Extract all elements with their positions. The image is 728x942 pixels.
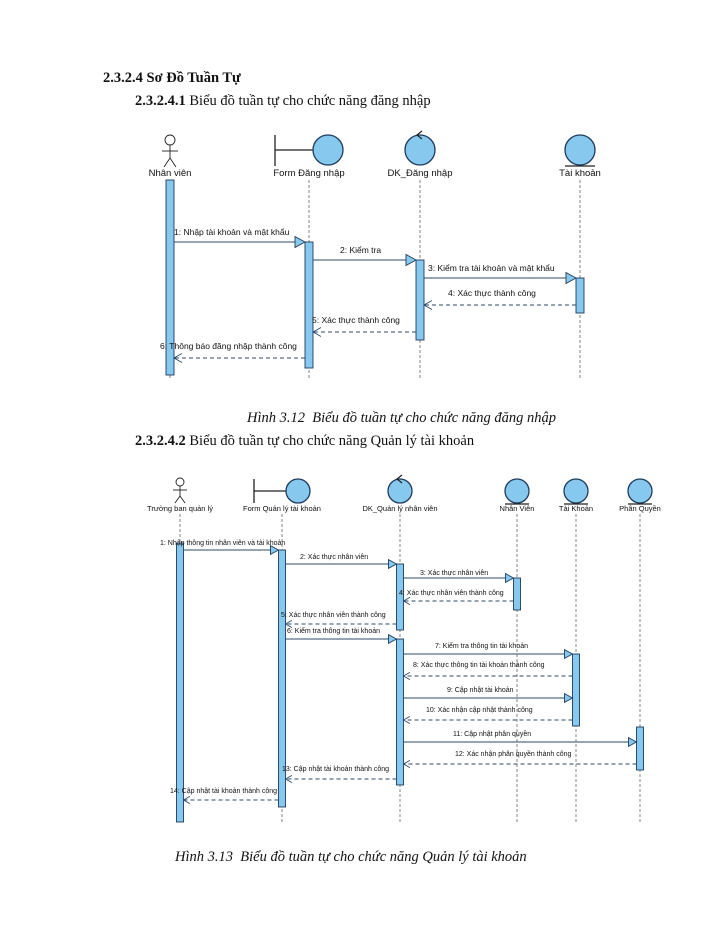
subsection-number: 2.3.2.4.2 [135,433,186,449]
lifeline-label: Form Quản lý tài khoản [243,504,321,513]
lifeline-label: Form Đăng nhập [273,168,344,179]
figure-caption-account: Hình 3.13 Biểu đồ tuần tự cho chức năng … [175,849,527,865]
actor-legs [163,157,177,168]
lifeline-label: Tài Khoản [559,504,593,513]
message-arrowhead [270,544,280,556]
message-label: 14: Cập nhật tài khoản thành công [170,788,277,795]
control-circle [387,478,413,504]
entity-icon [564,134,596,167]
message-label: 1: Nhập thông tin nhân viên và tài khoản [160,540,285,547]
actor-head [175,477,185,487]
actor-icon [162,134,178,168]
message-arrowhead [388,558,398,570]
control-circle [404,134,436,166]
activation-bar [176,542,184,823]
control-icon [404,130,436,166]
message-arrowhead [388,633,398,645]
activation-bar [575,277,585,314]
lifeline-label: Trưởng ban quản lý [147,504,213,513]
control-icon [387,474,413,504]
activation-bar [572,653,580,727]
entity-circle [504,478,530,504]
entity-icon [563,478,589,505]
control-arrow [396,474,403,484]
entity-icon [504,478,530,505]
boundary-circle [285,478,311,504]
activation-bar [165,179,175,376]
lifeline-label: Phân Quyền [619,504,661,513]
message-label: 1: Nhập tài khoản và mật khẩu [174,227,290,237]
activation-bar [415,259,425,341]
message-arrowhead [628,736,638,748]
reply-arrowhead [423,300,433,310]
message-label: 7: Kiểm tra thông tin tài khoản [435,642,528,650]
message-arrowhead [405,253,417,267]
message-label: 3: Kiểm tra tài khoản và mật khẩu [428,263,555,273]
reply-arrowhead [284,775,293,783]
section-heading: 2.3.2.4 Sơ Đồ Tuần Tự [103,70,241,86]
reply-arrowhead [182,796,191,804]
message-label: 6: Kiểm tra thông tin tài khoản [287,627,380,635]
message-label: 12: Xác nhận phân quyền thành công [455,749,571,758]
message-label: 4: Xác thực thành công [448,288,536,298]
subsection-title: Biểu đồ tuần tự cho chức năng đăng nhập [189,93,431,109]
boundary-icon [253,478,311,504]
message-label: 11: Cập nhật phân quyền [453,729,531,738]
subsection-number: 2.3.2.4.1 [135,93,186,109]
activation-bar [278,549,286,808]
reply-arrowhead [402,672,411,680]
message-label: 9: Cập nhật tài khoản [447,687,514,694]
lifeline-label: Nhân Viên [500,504,535,513]
boundary-icon [274,134,344,166]
boundary-circle [312,134,344,166]
reply-arrowhead [312,327,322,337]
actor-head [164,134,176,146]
message-label: 8: Xác thực thông tin tài khoản thành cô… [413,662,545,669]
message-arrowhead [505,572,515,584]
activation-bar [396,638,404,786]
message-arrowhead [564,692,574,704]
message-label: 6: Thông báo đăng nhập thành công [160,341,297,351]
reply-arrowhead [173,353,183,363]
message-arrowhead [564,648,574,660]
entity-circle [627,478,653,504]
figure-caption-login: Hình 3.12 Biểu đồ tuần tự cho chức năng … [247,410,557,426]
lifeline-label: Tài khoản [559,168,601,179]
actor-legs [174,495,186,504]
subsection-title: Biểu đồ tuần tự cho chức năng Quản lý tà… [189,433,475,449]
subsection-heading-account: 2.3.2.4.2 Biểu đồ tuần tự cho chức năng … [135,432,474,450]
reply-arrowhead [402,597,411,605]
lifeline-label: DK_Đăng nhập [388,168,453,179]
reply-arrowhead [402,760,411,768]
entity-circle [563,478,589,504]
sequence-diagram-account-management: Trưởng ban quản lý Form Quản lý tài khoản… [147,474,661,823]
message-label: 2: Xác thực nhân viên [300,554,368,561]
activation-bar [304,241,314,369]
subsection-heading-login: 2.3.2.4.1 Biểu đồ tuần tự cho chức năng … [135,92,431,110]
message-label: 10: Xác nhận cập nhật thành công [426,707,533,714]
message-label: 3: Xác thực nhân viên [420,570,488,577]
message-label: 4: Xác thực nhân viên thành công [399,590,504,597]
reply-arrowhead [284,620,293,628]
entity-icon [627,478,653,505]
lifeline-label: Nhân viên [149,168,192,179]
entity-circle [564,134,596,166]
message-label: 2: Kiểm tra [340,245,381,255]
message-arrowhead [565,271,577,285]
message-label: 13: Cập nhật tài khoản thành công [282,766,389,773]
lifeline-label: DK_Quản lý nhân viên [362,504,437,513]
message-label: 5: Xác thực nhân viên thành công [281,612,386,619]
activation-bar [396,563,404,631]
message-arrowhead [294,235,306,249]
sequence-diagram-login: Nhân viên Form Đăng nhập DK_Đăng nhập Tài k… [149,130,601,380]
actor-icon [173,477,187,504]
message-label: 5: Xác thực thành công [312,315,400,325]
control-arrow [416,130,423,140]
reply-arrowhead [402,716,411,724]
activation-bar [636,726,644,771]
activation-bar [513,577,521,611]
